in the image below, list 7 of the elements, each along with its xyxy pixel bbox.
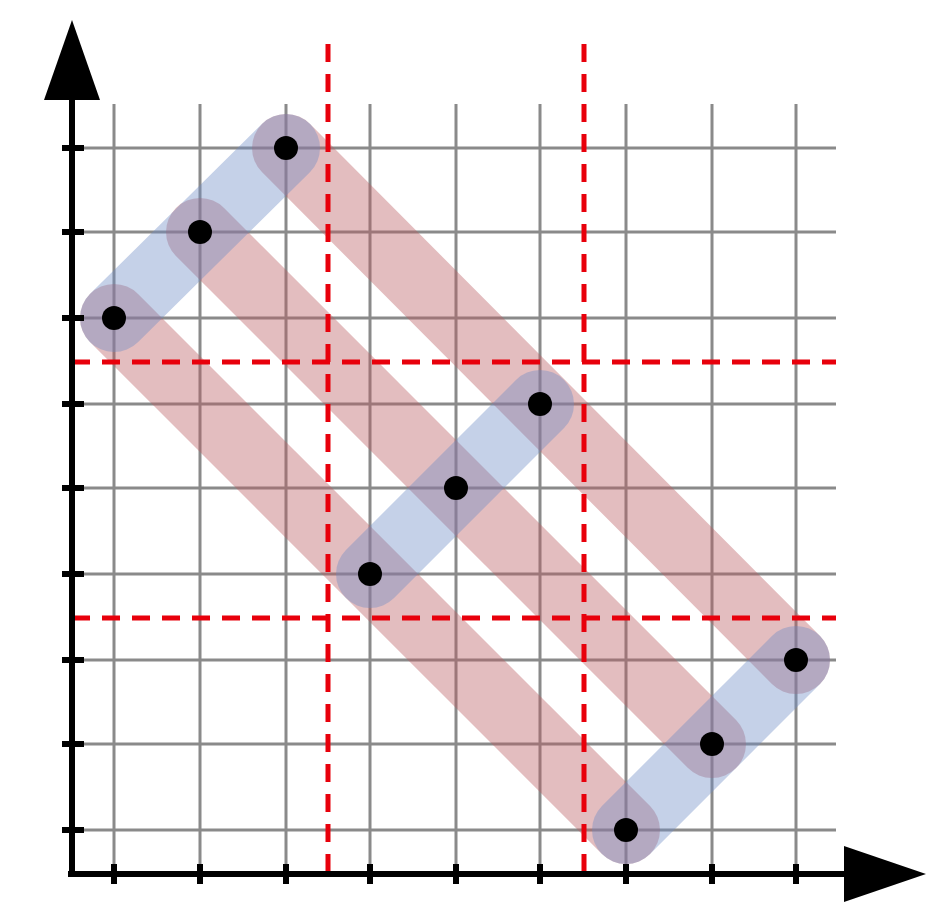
point-marker <box>784 648 808 672</box>
point-marker <box>274 136 298 160</box>
point-marker <box>614 818 638 842</box>
point-marker <box>102 306 126 330</box>
highlight-band <box>336 370 574 608</box>
point-marker <box>188 220 212 244</box>
point-marker <box>700 732 724 756</box>
